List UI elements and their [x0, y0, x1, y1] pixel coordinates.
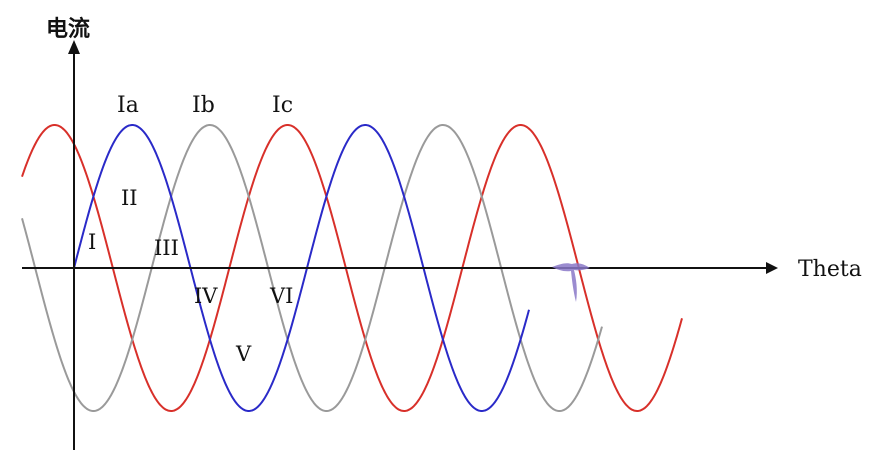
y-axis-label: 电流	[46, 16, 90, 42]
region-label-5: V	[235, 342, 252, 366]
region-label-3: III	[154, 236, 179, 260]
wave-ib-curve	[21, 124, 603, 412]
wave-label-ib: Ib	[192, 93, 215, 118]
wave-ia-curve	[73, 124, 530, 412]
x-axis-arrowhead	[766, 262, 778, 274]
move-cursor-icon	[552, 263, 590, 302]
y-axis-arrowhead	[68, 40, 80, 54]
region-label-2: II	[121, 186, 138, 210]
wave-label-ia: Ia	[117, 93, 139, 118]
region-label-6: VI	[269, 284, 293, 308]
wave-label-ic: Ic	[272, 93, 293, 118]
x-axis-label: Theta	[798, 257, 862, 282]
region-label-4: IV	[194, 284, 218, 308]
region-label-1: I	[88, 230, 96, 254]
